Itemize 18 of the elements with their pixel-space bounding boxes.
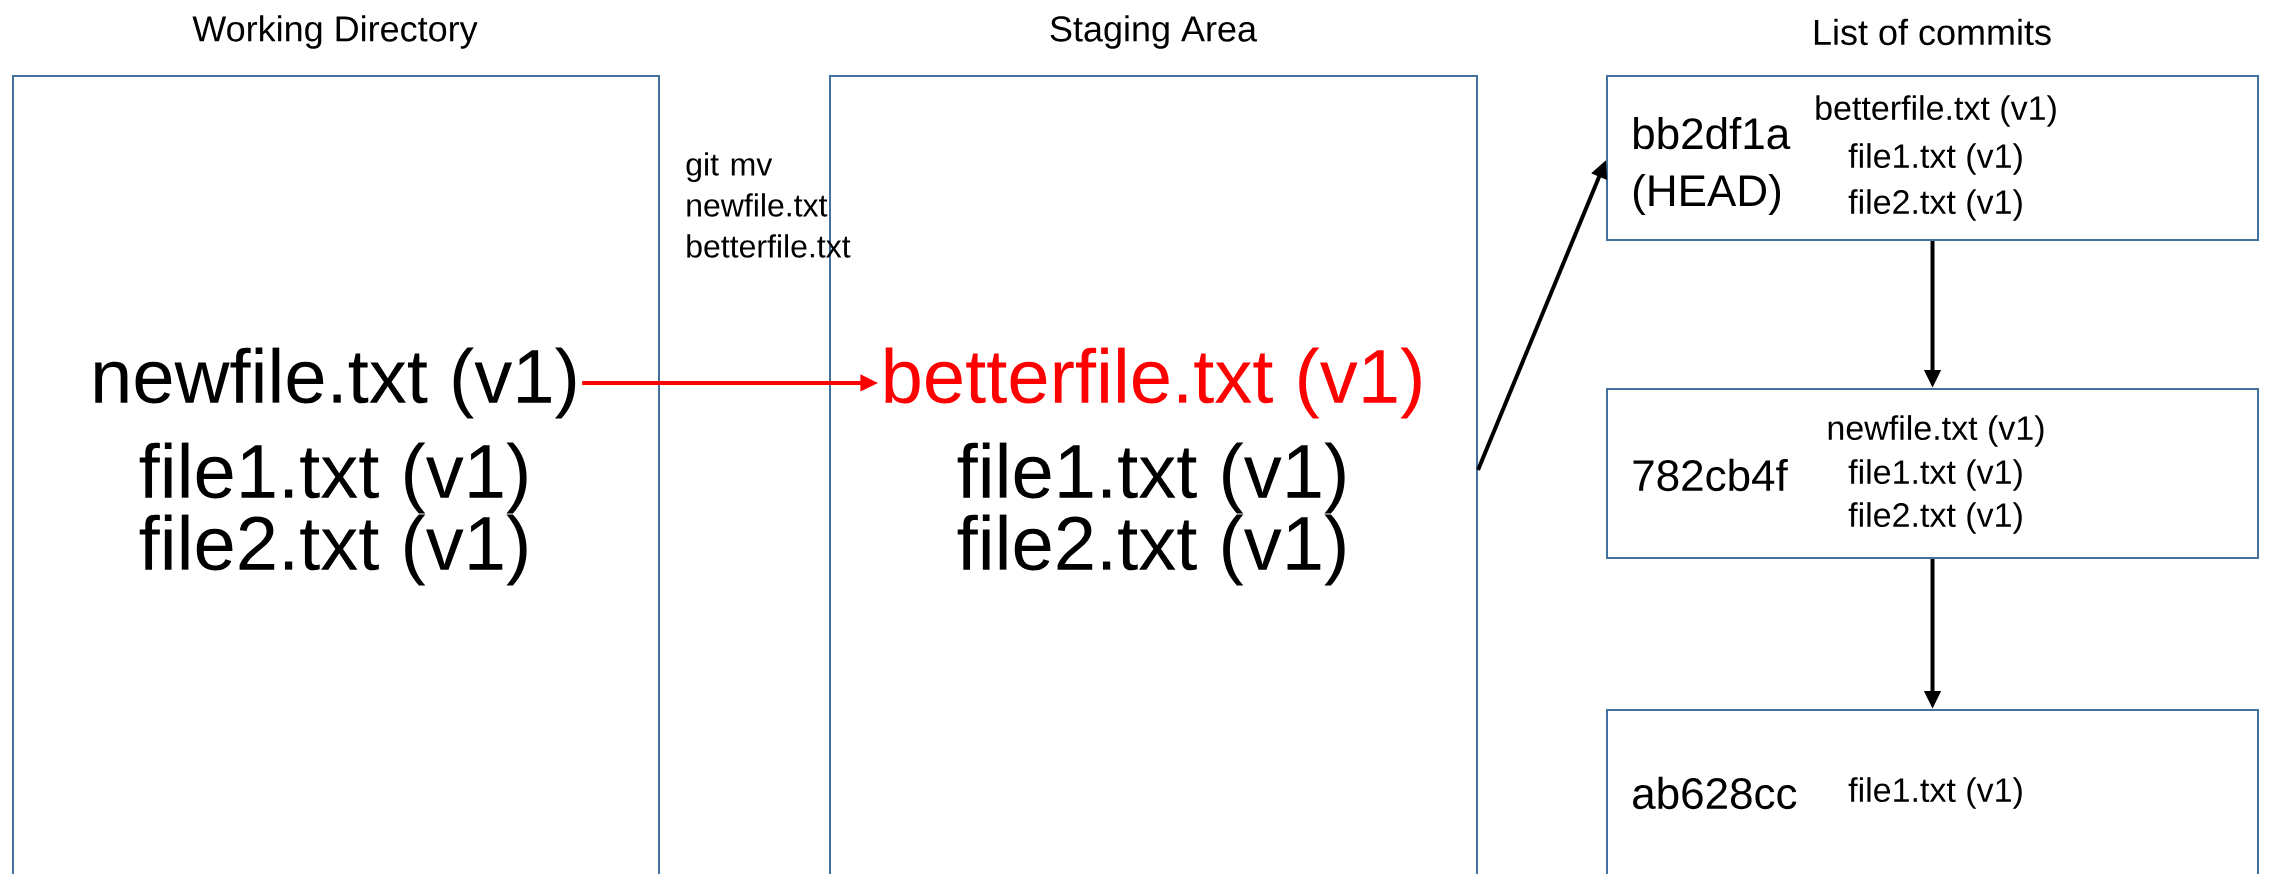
file-name: betterfile.txt (v1) xyxy=(1816,95,2056,127)
file-name: file1.txt (v1) xyxy=(1848,777,2022,809)
commit-id: ab628cc xyxy=(1633,776,1797,810)
panel-title: Working Directory xyxy=(192,15,478,49)
file-name: file1.txt (v1) xyxy=(1848,459,2022,491)
file-name: file2.txt (v1) xyxy=(1848,502,2022,534)
file-name: file2.txt (v1) xyxy=(1848,189,2022,221)
file-name: newfile.txt (v1) xyxy=(95,347,576,419)
commit-id: 782cb4f xyxy=(1633,458,1788,492)
panel-title: Staging Area xyxy=(1050,15,1257,49)
file-name: betterfile.txt (v1) xyxy=(885,347,1421,419)
file-name: file2.txt (v1) xyxy=(957,514,1345,586)
file-name: newfile.txt (v1) xyxy=(1828,415,2044,447)
file-name: file1.txt (v1) xyxy=(957,442,1345,514)
commit-id: bb2df1a (HEAD) xyxy=(1633,117,1791,215)
file-name: file2.txt (v1) xyxy=(139,514,527,586)
file-name: file1.txt (v1) xyxy=(1848,143,2022,175)
file-name: file1.txt (v1) xyxy=(139,442,527,514)
